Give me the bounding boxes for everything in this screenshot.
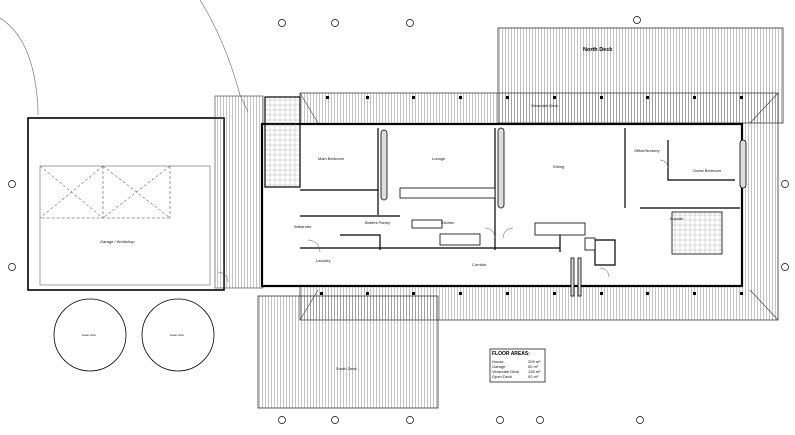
floor-area-value: 209 m² bbox=[528, 359, 541, 364]
floor-area-value: 50 m² bbox=[528, 364, 539, 369]
water-tank-right bbox=[141, 298, 215, 372]
label-north-deck: North Deck bbox=[583, 47, 613, 53]
label-main-bedroom: Main Bedroom bbox=[318, 156, 345, 161]
floor-areas-title: FLOOR AREAS: bbox=[492, 351, 530, 357]
label-corridor: Corridor bbox=[472, 262, 487, 267]
grid-markers bbox=[8, 16, 789, 424]
label-kitchen: Kitchen bbox=[441, 220, 454, 225]
label-ensuite: Ensuite bbox=[670, 216, 684, 221]
label-water-tank-right: water tank bbox=[170, 333, 184, 337]
label-butlers-pantry: Butlers Pantry bbox=[365, 220, 390, 225]
garage-outline bbox=[27, 117, 225, 291]
label-dining: Dining bbox=[553, 164, 564, 169]
label-lounge: Lounge bbox=[432, 156, 446, 161]
label-water-tank-left: water tank bbox=[82, 333, 96, 337]
floor-area-value: 92 m² bbox=[528, 374, 539, 379]
floor-area-label: House bbox=[492, 359, 504, 364]
label-garage-workshop: Garage / Workshop bbox=[100, 239, 135, 244]
water-tank-left bbox=[53, 298, 127, 372]
floor-area-value: 135 m² bbox=[528, 369, 541, 374]
label-office-nursery: Office/Nursery bbox=[634, 148, 660, 153]
floor-areas-table bbox=[489, 348, 546, 383]
label-laundry: Laundry bbox=[316, 258, 330, 263]
property-boundary bbox=[0, 0, 249, 115]
label-guest-bedroom: Guest Bedroom bbox=[693, 168, 722, 173]
label-south-deck: South Deck bbox=[336, 366, 357, 371]
label-wardrobe: Wardrobe bbox=[294, 224, 312, 229]
floor-area-label: Garage bbox=[492, 364, 506, 369]
floor-area-label: Open Deck bbox=[492, 374, 512, 379]
label-verandah-deck: Verandah Deck bbox=[531, 103, 558, 108]
south-deck bbox=[257, 295, 439, 409]
floor-area-label: Verandah Deck bbox=[492, 369, 519, 374]
